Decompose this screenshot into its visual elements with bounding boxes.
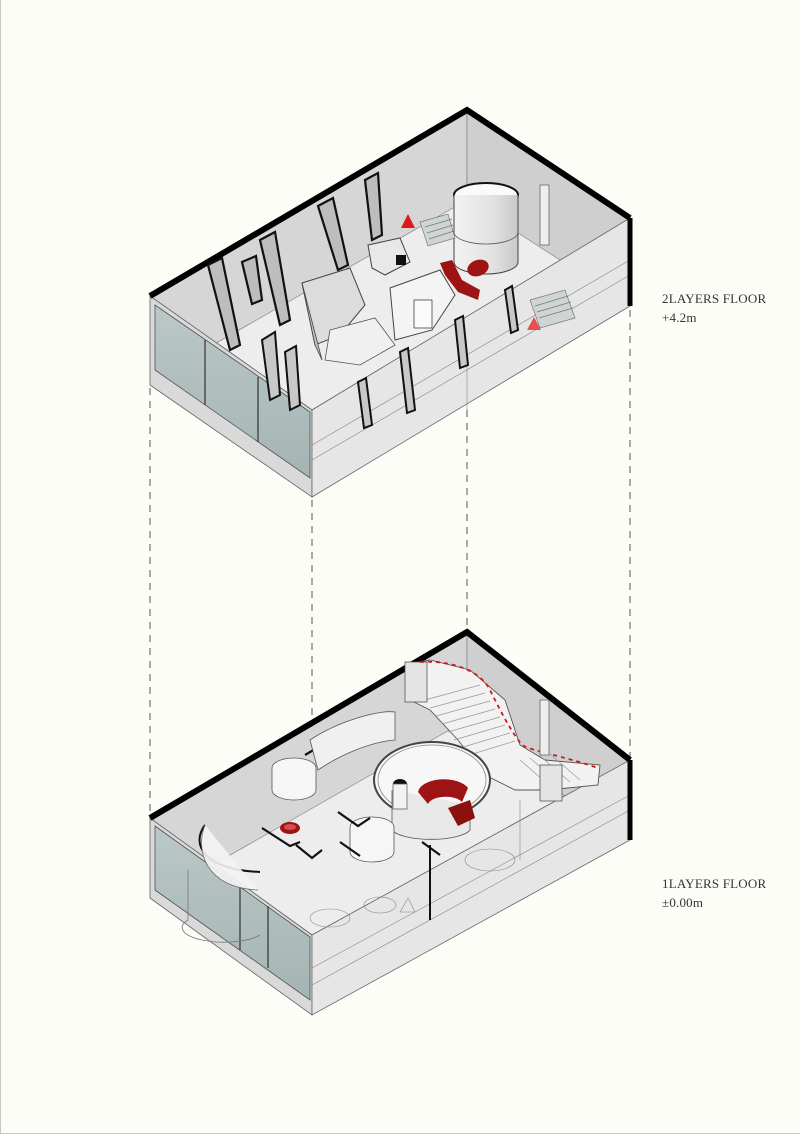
floor-2-label: 2LAYERS FLOOR +4.2m	[662, 289, 766, 327]
floor-1-label: 1LAYERS FLOOR ±0.00m	[662, 874, 766, 912]
floor-2-elevation: +4.2m	[662, 310, 697, 325]
floor-1-title: 1LAYERS FLOOR	[662, 876, 767, 891]
dashed-guides	[149, 310, 631, 818]
floor-1-elevation: ±0.00m	[662, 895, 704, 910]
floor-2-model	[148, 106, 633, 498]
floor-2-title: 2LAYERS FLOOR	[662, 291, 767, 306]
floor-1-model	[148, 628, 633, 1016]
